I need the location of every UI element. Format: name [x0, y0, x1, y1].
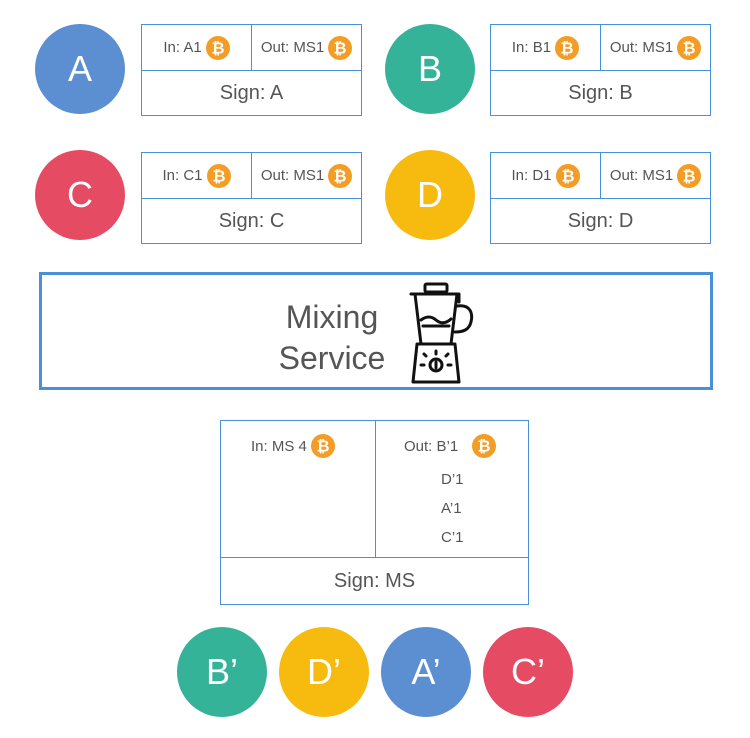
mixing-service-label: Mixing Service: [272, 297, 392, 379]
bitcoin-icon: ₿: [328, 163, 353, 188]
bitcoin-icon: ₿: [206, 163, 231, 188]
ms-tx-output-label: Out: B’1: [404, 437, 459, 455]
participant-label: C: [67, 174, 93, 215]
participant-label: D: [417, 174, 443, 215]
tx-output: Out: MS1 ₿: [252, 25, 361, 70]
svg-text:₿: ₿: [212, 166, 225, 185]
result-label: D’: [307, 651, 341, 692]
divider: [375, 421, 376, 557]
tx-output-label: Out: MS1: [609, 39, 674, 56]
transaction-b: In: B1 ₿ Out: MS1 ₿ Sign: B: [490, 24, 711, 116]
bitcoin-icon: ₿: [205, 35, 230, 60]
svg-text:₿: ₿: [683, 38, 696, 57]
ms-tx-output-item: A’1: [441, 500, 462, 517]
bitcoin-icon: ₿: [677, 35, 702, 60]
svg-text:₿: ₿: [561, 166, 574, 185]
ms-tx-output-list: D’1 A’1 C’1: [441, 465, 464, 552]
bitcoin-icon: ₿: [555, 35, 580, 60]
participant-a-circle: A: [35, 24, 125, 114]
mixing-label-line2: Service: [278, 340, 386, 376]
tx-output: Out: MS1 ₿: [601, 153, 710, 198]
bitcoin-icon: ₿: [677, 163, 702, 188]
result-label: B’: [205, 651, 238, 692]
transaction-d: In: D1 ₿ Out: MS1 ₿ Sign: D: [490, 152, 711, 244]
tx-input: In: B1 ₿: [491, 25, 601, 70]
result-circle-d: D’: [279, 627, 369, 717]
participant-label: A: [67, 48, 92, 89]
tx-output-label: Out: MS1: [609, 167, 674, 184]
participant-b-circle: B: [385, 24, 475, 114]
tx-input-label: In: A1: [163, 39, 202, 56]
tx-input: In: D1 ₿: [491, 153, 601, 198]
tx-signature: Sign: D: [567, 210, 634, 232]
ms-tx-output-item: D’1: [441, 471, 464, 488]
tx-signature: Sign: B: [568, 82, 633, 104]
mixing-service-transaction: In: MS 4 ₿ Out: B’1 ₿ D’1 A’1 C’1 Sign: …: [220, 420, 529, 605]
participant-c-circle: C: [35, 150, 125, 240]
tx-input-label: In: C1: [162, 167, 203, 184]
tx-output: Out: MS1 ₿: [601, 25, 710, 70]
transaction-a: In: A1 ₿ Out: MS1 ₿ Sign: A: [141, 24, 362, 116]
tx-input: In: C1 ₿: [142, 153, 252, 198]
transaction-c: In: C1 ₿ Out: MS1 ₿ Sign: C: [141, 152, 362, 244]
svg-text:₿: ₿: [316, 437, 329, 456]
tx-output-label: Out: MS1: [260, 167, 325, 184]
svg-text:₿: ₿: [334, 38, 347, 57]
svg-text:₿: ₿: [334, 166, 347, 185]
ms-tx-input: In: MS 4 ₿: [251, 434, 335, 458]
divider: [221, 557, 528, 558]
bitcoin-icon: ₿: [328, 35, 353, 60]
svg-text:₿: ₿: [561, 38, 574, 57]
ms-tx-signature: Sign: MS: [333, 569, 416, 592]
ms-tx-output-item: C’1: [441, 529, 464, 546]
result-circle-c: C’: [483, 627, 573, 717]
tx-output-label: Out: MS1: [260, 39, 325, 56]
svg-text:₿: ₿: [683, 166, 696, 185]
tx-signature: Sign: A: [219, 82, 284, 104]
tx-output: Out: MS1 ₿: [252, 153, 361, 198]
svg-text:₿: ₿: [478, 437, 491, 456]
participant-d-circle: D: [385, 150, 475, 240]
result-label: A’: [411, 651, 441, 692]
tx-signature: Sign: C: [218, 210, 285, 232]
bitcoin-icon: ₿: [555, 163, 580, 188]
mixing-label-line1: Mixing: [285, 299, 379, 335]
bitcoin-icon: ₿: [310, 434, 335, 458]
result-circle-b: B’: [177, 627, 267, 717]
tx-input-label: In: B1: [511, 39, 552, 56]
mixing-service-box: Mixing Service: [39, 272, 713, 390]
svg-text:₿: ₿: [211, 38, 224, 57]
result-circle-a: A’: [381, 627, 471, 717]
bitcoin-icon: ₿: [472, 434, 497, 458]
ms-tx-output: Out: B’1 ₿: [404, 434, 497, 458]
ms-tx-input-label: In: MS 4: [251, 437, 307, 455]
blender-icon: [409, 282, 474, 384]
tx-input: In: A1 ₿: [142, 25, 252, 70]
result-label: C’: [511, 651, 545, 692]
tx-input-label: In: D1: [511, 167, 552, 184]
participant-label: B: [417, 48, 442, 89]
